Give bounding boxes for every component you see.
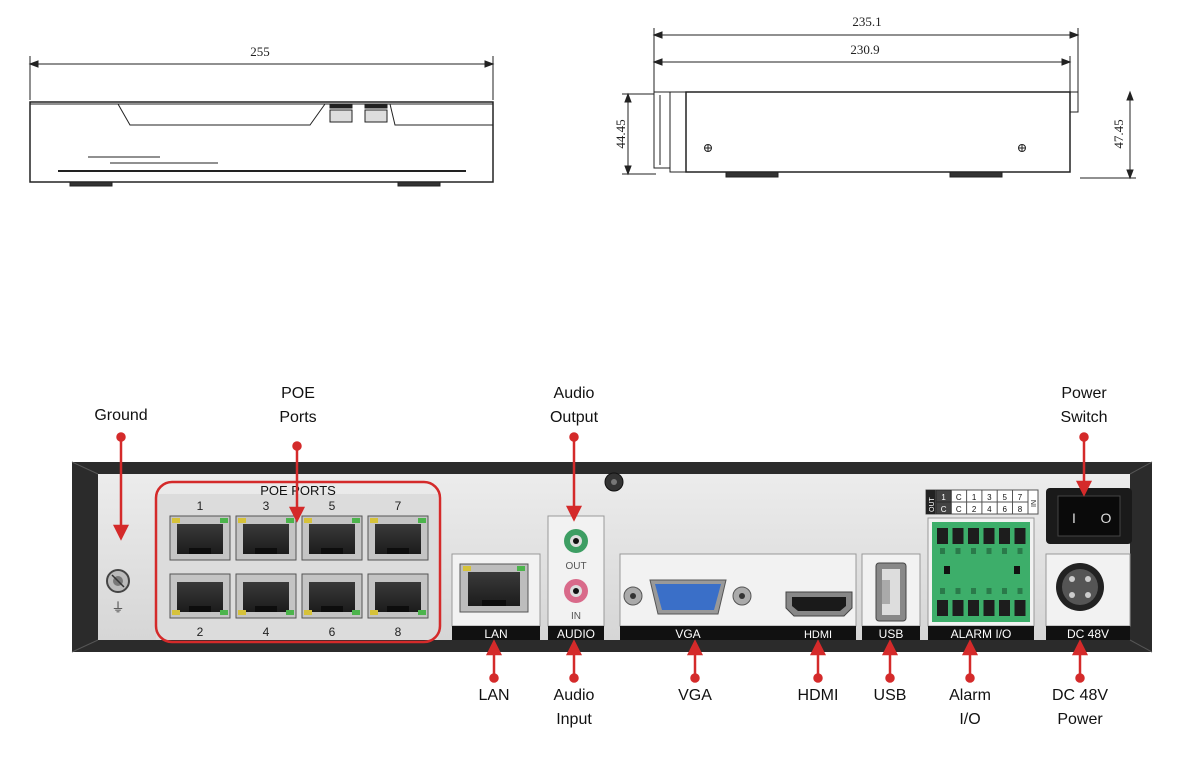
vga-port	[623, 579, 752, 615]
alarm-header-cell: 5	[1002, 493, 1007, 502]
alarm-pin	[983, 528, 995, 544]
poe-port	[235, 515, 297, 561]
alarm-header-cell: C	[956, 505, 962, 514]
alarm-header-cell: 2	[972, 505, 977, 514]
alarm-header-cell: 8	[1018, 505, 1023, 514]
audio-in-text: IN	[571, 611, 581, 622]
callout-hdmi: HDMI	[797, 687, 839, 704]
poe-port-number: 2	[197, 625, 204, 639]
front-view-drawing	[28, 56, 495, 187]
alarm-header-cell: 7	[1018, 493, 1023, 502]
side-overall-depth-label: 235.1	[852, 14, 882, 29]
audio-strip	[548, 626, 604, 640]
audio-out-text: OUT	[565, 561, 586, 572]
alarm-pin	[999, 528, 1010, 544]
lan-port	[459, 563, 529, 613]
lan-strip-label: LAN	[484, 627, 507, 641]
callout-lan: LAN	[478, 687, 510, 704]
hdmi-strip-label: HDMI	[804, 629, 832, 641]
dc-strip-label: DC 48V	[1067, 627, 1109, 641]
poe-port-number: 1	[197, 499, 204, 513]
dc-strip	[1046, 626, 1130, 640]
audio-out-jack	[564, 529, 588, 553]
switch-on-symbol: I	[1072, 510, 1076, 526]
callout-poe-ports: POE Ports	[279, 385, 317, 426]
alarm-header-cell: 3	[987, 493, 992, 502]
audio-in-jack	[564, 579, 588, 603]
alarm-pin	[968, 600, 979, 616]
alarm-header-cell: C	[956, 493, 962, 502]
poe-port	[169, 515, 231, 561]
alarm-pin	[952, 600, 964, 616]
alarm-strip-label: ALARM I/O	[951, 627, 1012, 641]
vga-strip-label: VGA	[675, 627, 700, 641]
switch-off-symbol: O	[1101, 510, 1112, 526]
hdmi-port	[785, 591, 853, 617]
alarm-pin	[983, 600, 995, 616]
alarm-header-cell: 1	[972, 493, 977, 502]
alarm-header-cell: 6	[1002, 505, 1007, 514]
ground-terminal	[106, 569, 130, 593]
callout-alarm-io: Alarm I/O	[949, 687, 991, 728]
callout-power-switch: Power Switch	[1060, 385, 1108, 426]
power-switch	[1046, 488, 1132, 544]
alarm-strip	[928, 626, 1034, 640]
side-view-drawing	[622, 28, 1136, 180]
alarm-pin	[968, 528, 979, 544]
ground-symbol: ⏚	[111, 600, 124, 615]
video-strip	[620, 626, 856, 640]
callout-ground: Ground	[94, 407, 148, 424]
callout-vga: VGA	[678, 687, 712, 704]
dc-power-jack	[1056, 563, 1104, 611]
poe-port-number: 8	[395, 625, 402, 639]
alarm-terminal-block	[932, 522, 1030, 622]
callout-audio-output: Audio Output	[549, 385, 599, 426]
alarm-pin	[937, 528, 948, 544]
audio-strip-label: AUDIO	[557, 627, 595, 641]
callout-audio-input: Audio Input	[553, 687, 595, 728]
poe-port-number: 3	[263, 499, 270, 513]
poe-port	[301, 573, 363, 619]
poe-port	[169, 573, 231, 619]
alarm-out-text: OUT	[929, 497, 936, 513]
poe-port-number: 5	[329, 499, 336, 513]
poe-port	[235, 573, 297, 619]
alarm-pin	[937, 600, 948, 616]
poe-port-number: 7	[395, 499, 402, 513]
alarm-header-cell: 4	[987, 505, 992, 514]
usb-strip	[862, 626, 920, 640]
callout-dc-power: DC 48V Power	[1051, 687, 1109, 728]
alarm-header-cell: C	[941, 505, 947, 514]
alarm-pin	[999, 600, 1010, 616]
usb-port	[875, 562, 907, 622]
lan-strip	[452, 626, 540, 640]
callout-usb: USB	[873, 687, 907, 704]
side-body-depth-label: 230.9	[850, 42, 880, 57]
front-width-label: 255	[250, 44, 270, 59]
alarm-header-cell: 1	[941, 493, 946, 502]
poe-port-number: 6	[329, 625, 336, 639]
poe-port	[367, 573, 429, 619]
alarm-pin	[952, 528, 964, 544]
alarm-in-text: IN	[1031, 500, 1038, 507]
alarm-pin	[1014, 528, 1026, 544]
poe-port-number: 4	[263, 625, 270, 639]
usb-strip-label: USB	[879, 627, 904, 641]
callout-pointers	[112, 432, 1093, 683]
poe-port	[301, 515, 363, 561]
poe-port	[367, 515, 429, 561]
alarm-pin	[1014, 600, 1026, 616]
